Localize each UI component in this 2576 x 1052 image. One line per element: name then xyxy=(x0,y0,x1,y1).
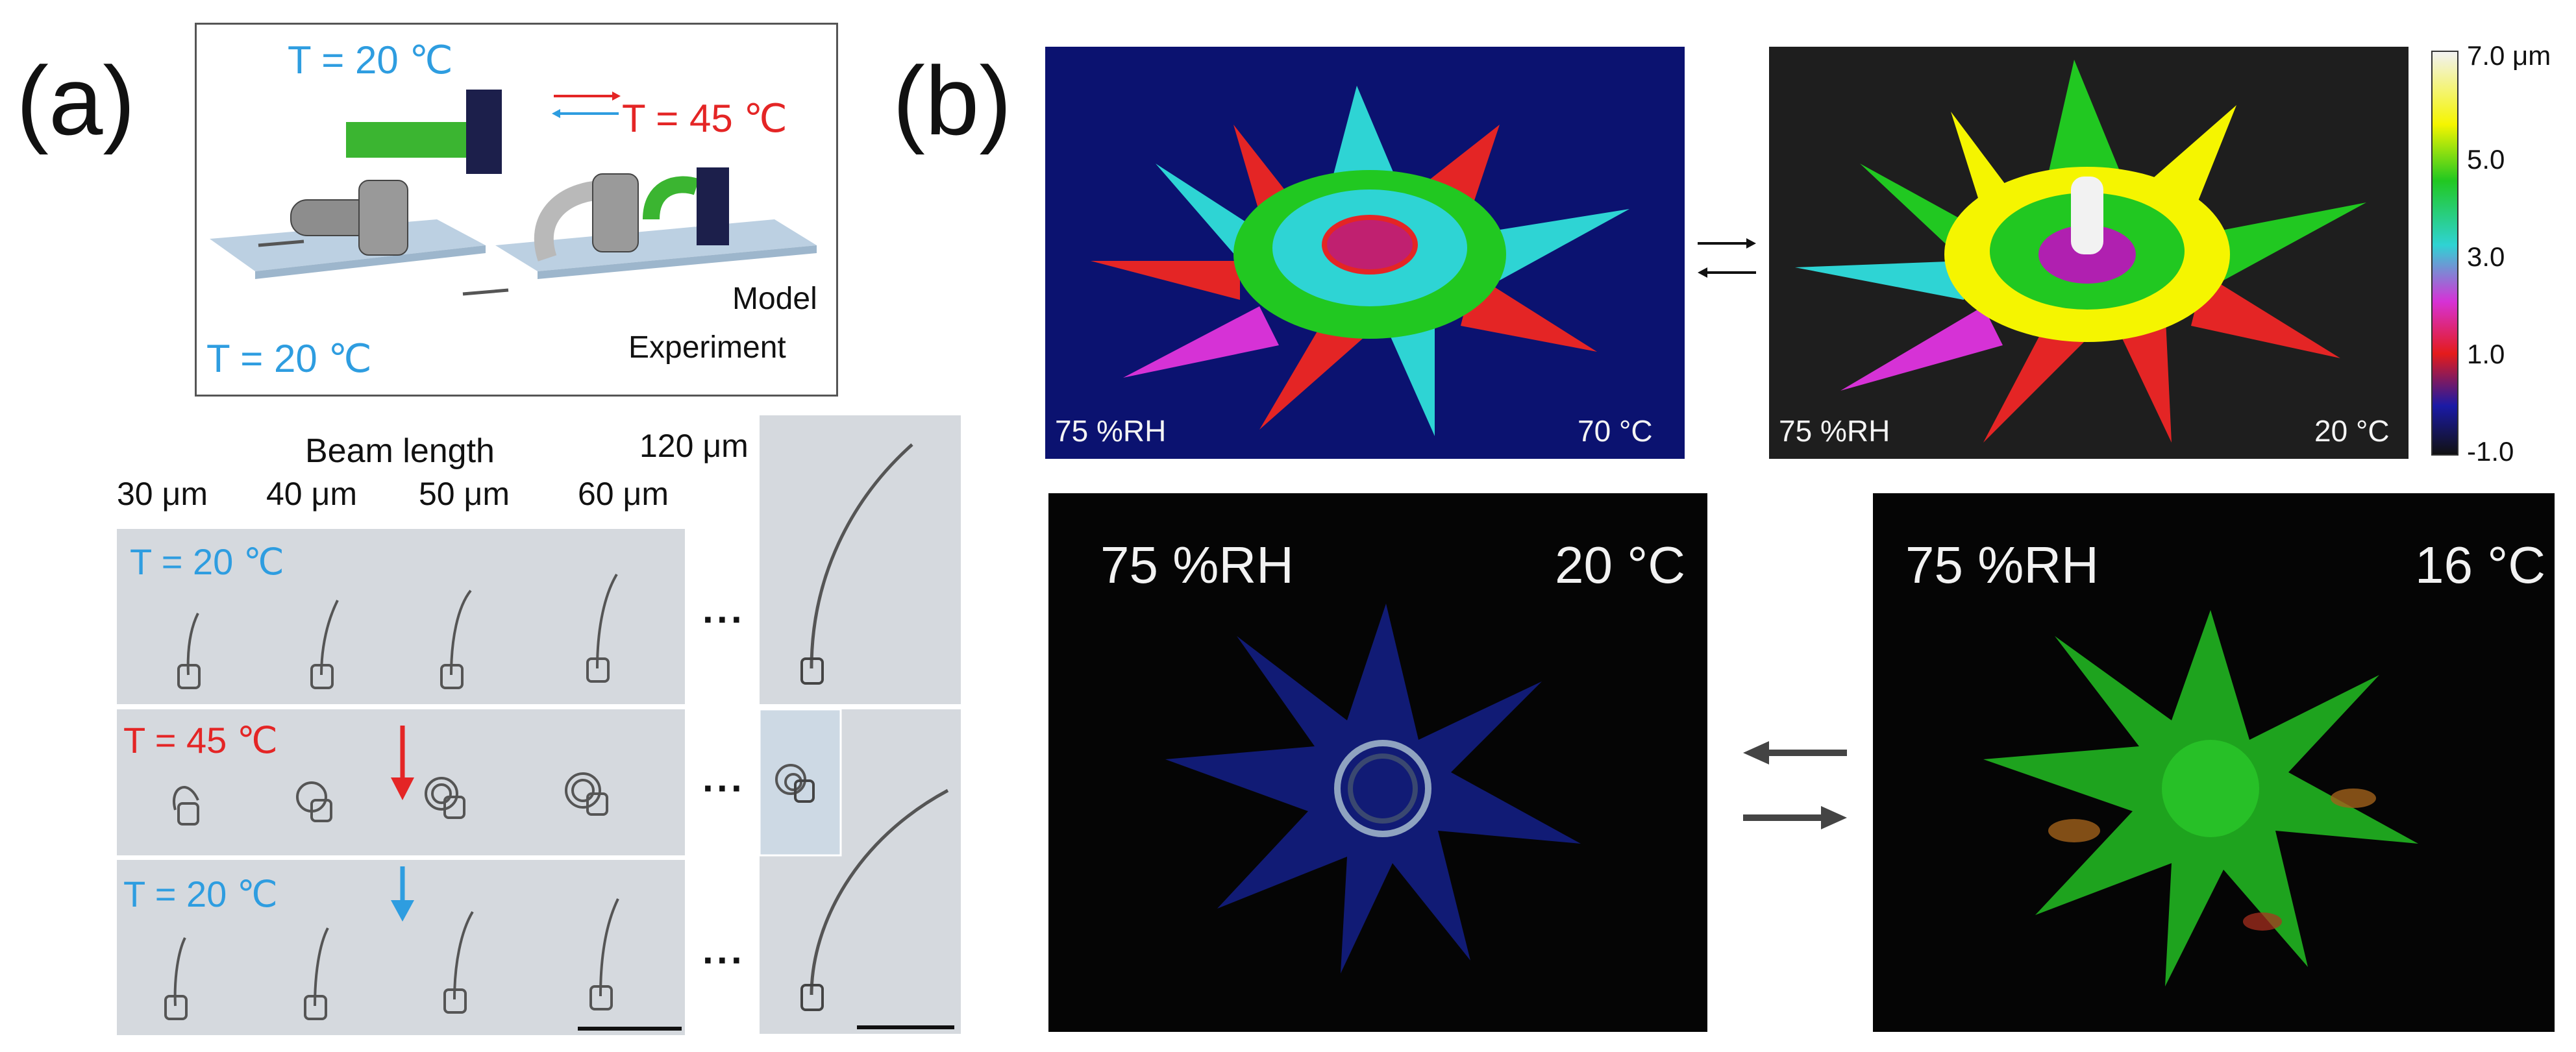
colorbar-tick-3: 3.0 xyxy=(2467,241,2505,272)
micrograph-120um-top xyxy=(760,415,961,704)
panel-a-label: (a) xyxy=(16,46,136,155)
beam-length-60: 60 μm xyxy=(578,476,669,512)
micrograph-row-3: T = 20 ℃ xyxy=(117,860,685,1035)
label-experiment: Experiment xyxy=(628,330,786,365)
schematic-diagram: T = 20 ℃ T = 45 ℃ Model Experiment T = 2… xyxy=(195,23,838,397)
panel-b-label: (b) xyxy=(893,46,1012,155)
tl-temperature: 70 °C xyxy=(1578,414,1653,448)
colorbar-tick-neg1: -1.0 xyxy=(2467,436,2514,467)
schematic-illustration xyxy=(210,90,817,296)
green-beam xyxy=(346,122,466,158)
temp-top-right: T = 45 ℃ xyxy=(622,97,787,140)
ellipsis-row-2: ··· xyxy=(702,766,745,810)
bottom-reversible-arrows xyxy=(1743,741,1847,829)
star-optical-20c xyxy=(1165,604,1581,973)
panel-b-optical-20c: 75 %RH 20 °C xyxy=(1048,493,1707,1032)
micrograph-row-1: T = 20 ℃ xyxy=(117,529,685,704)
label-model: Model xyxy=(732,282,817,316)
temp-top-left: T = 20 ℃ xyxy=(288,38,453,82)
row-2-temp: T = 45 ℃ xyxy=(123,720,278,761)
colorbar xyxy=(2431,51,2458,456)
star-optical-16c xyxy=(1983,610,2418,986)
tr-humidity: 75 %RH xyxy=(1779,414,1890,448)
beams-row-1 xyxy=(177,573,618,689)
micrograph-row-2: T = 45 ℃ xyxy=(117,709,685,855)
beam-length-30: 30 μm xyxy=(117,476,208,512)
bl-humidity: 75 %RH xyxy=(1100,536,1294,594)
row-1-temp: T = 20 ℃ xyxy=(130,541,284,582)
temp-bottom: T = 20 ℃ xyxy=(206,337,372,380)
ellipsis-row-3: ··· xyxy=(702,938,745,982)
row-3-temp: T = 20 ℃ xyxy=(123,874,278,914)
platform-right xyxy=(495,219,817,271)
beam-length-120: 120 μm xyxy=(639,428,749,464)
gray-curl-model xyxy=(592,173,639,252)
colorbar-tick-5: 5.0 xyxy=(2467,144,2505,175)
br-temperature: 16 °C xyxy=(2415,536,2545,594)
dark-anchor-block xyxy=(466,90,502,174)
ellipsis-row-1: ··· xyxy=(702,598,745,641)
reversible-arrows xyxy=(552,92,621,118)
beams-row-2 xyxy=(173,726,608,826)
top-reversible-arrows xyxy=(1698,238,1756,278)
star-surface-20c xyxy=(1769,47,2409,459)
bl-temperature: 20 °C xyxy=(1555,536,1685,594)
star-surface-70c xyxy=(1045,47,1685,459)
colorbar-tick-1: 1.0 xyxy=(2467,339,2505,369)
beam-length-40: 40 μm xyxy=(266,476,357,512)
tr-temperature: 20 °C xyxy=(2314,414,2390,448)
panel-b-3d-20c: 75 %RH 20 °C xyxy=(1769,47,2409,459)
beam-length-title: Beam length xyxy=(305,432,495,470)
beam-length-50: 50 μm xyxy=(419,476,510,512)
colorbar-tick-7: 7.0 μm xyxy=(2467,40,2551,71)
beams-row-3 xyxy=(164,866,682,1031)
panel-b-3d-70c: 75 %RH 70 °C xyxy=(1045,47,1685,459)
br-humidity: 75 %RH xyxy=(1905,536,2099,594)
panel-b-optical-16c: 75 %RH 16 °C xyxy=(1873,493,2555,1032)
tl-humidity: 75 %RH xyxy=(1055,414,1167,448)
micrograph-120um-bottom xyxy=(760,709,961,1034)
platform-left xyxy=(210,219,486,271)
